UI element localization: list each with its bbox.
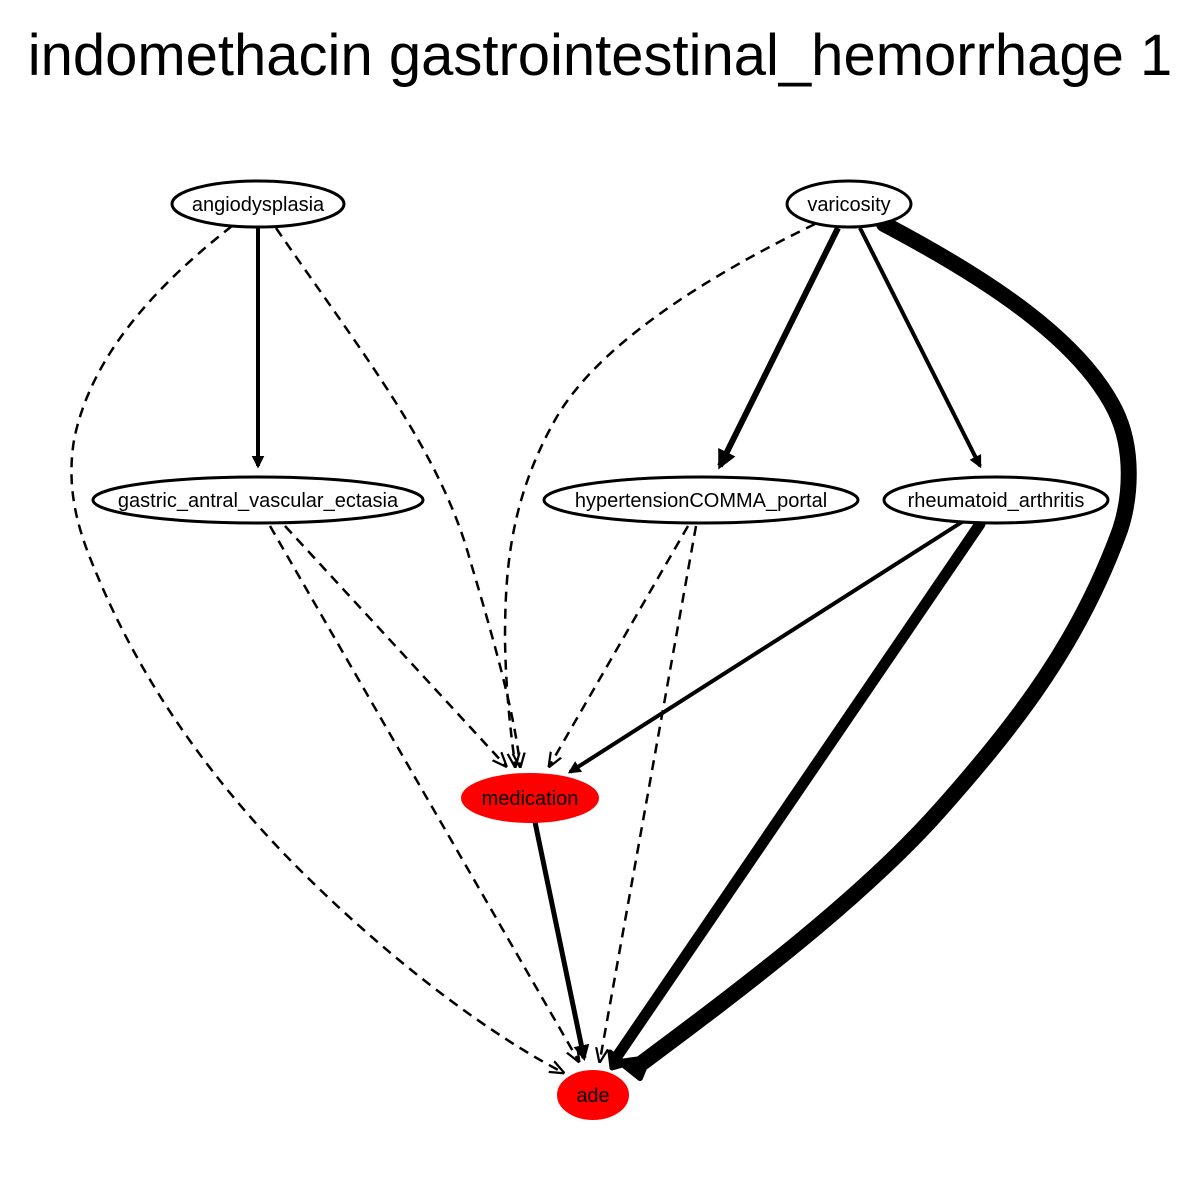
node-gastric-antral-vascular-ectasia[interactable]: gastric_antral_vascular_ectasia	[91, 475, 425, 525]
node-label: gastric_antral_vascular_ectasia	[118, 490, 399, 512]
edge-ra-to-ade-head	[607, 1049, 629, 1071]
edge-hypertension-to-medication	[550, 525, 690, 765]
edge-varicosity-to-ade	[630, 216, 1137, 1074]
node-label: angiodysplasia	[192, 194, 325, 216]
edge-gave-to-ade	[268, 525, 578, 1060]
edges	[70, 216, 1137, 1081]
edge-ra-to-ade	[610, 518, 986, 1064]
node-label: rheumatoid_arthritis	[908, 490, 1085, 512]
node-label: medication	[482, 788, 579, 810]
node-varicosity[interactable]: varicosity	[785, 179, 913, 229]
node-label: hypertensionCOMMA_portal	[575, 490, 827, 512]
node-rheumatoid-arthritis[interactable]: rheumatoid_arthritis	[882, 475, 1110, 525]
node-label: varicosity	[807, 194, 890, 216]
edge-varicosity-to-ra	[858, 227, 982, 469]
edge-varicosity-to-medication	[503, 222, 816, 765]
edge-angiodysplasia-to-medication	[274, 227, 520, 765]
edge-hypertension-to-ade	[600, 525, 698, 1060]
node-medication[interactable]: medication	[461, 773, 599, 823]
edge-ra-to-medication	[567, 520, 964, 774]
edge-varicosity-to-hypertension	[717, 226, 841, 470]
diagram-title: indomethacin gastrointestinal_hemorrhage…	[27, 23, 1173, 88]
node-angiodysplasia[interactable]: angiodysplasia	[170, 179, 346, 229]
node-label: ade	[576, 1085, 609, 1107]
edge-medication-to-ade	[532, 821, 590, 1062]
node-hypertension-portal[interactable]: hypertensionCOMMA_portal	[542, 475, 860, 525]
node-ade[interactable]: ade	[557, 1070, 629, 1120]
edge-gave-to-medication	[284, 525, 505, 765]
edge-angiodysplasia-to-ade	[70, 225, 562, 1072]
